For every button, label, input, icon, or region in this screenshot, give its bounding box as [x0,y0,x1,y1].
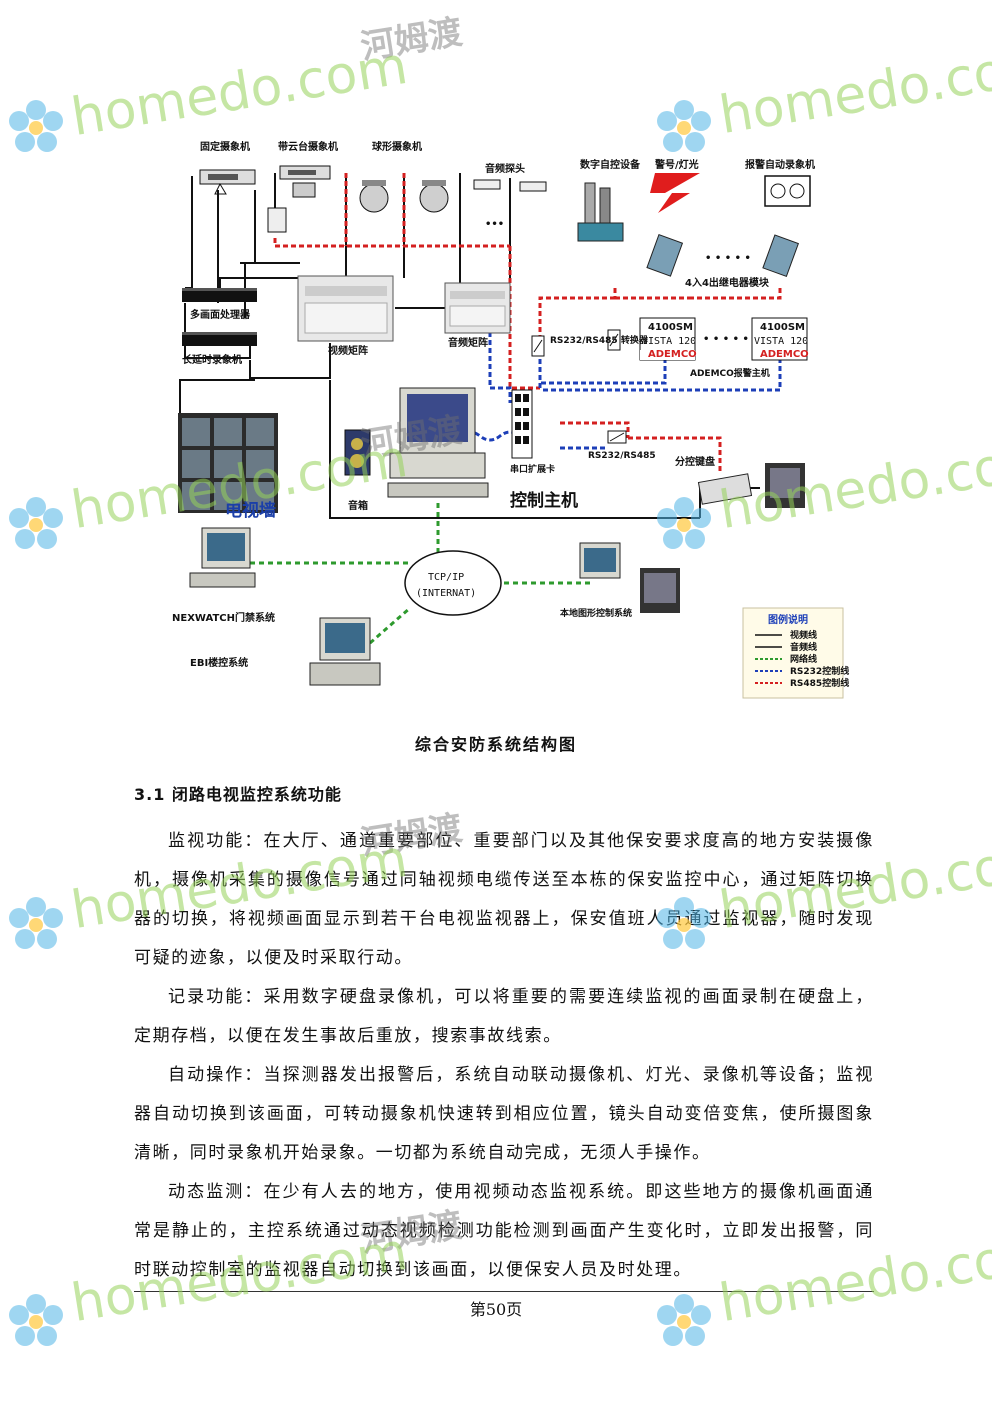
audio-pickups [473,179,547,192]
ademco-1: ADEMCO [648,349,697,360]
label-fixed-camera: 固定摄象机 [200,140,250,153]
video-matrix [297,275,394,342]
legend-item: 音频线 [790,641,817,653]
nexwatch-pc [189,527,256,588]
paragraph-monitoring: 监视功能：在大厅、通道重要部位、重要部门以及其他保安要求度高的地方安装摄像机，摄… [134,831,874,968]
tcpip-label: TCP/IP [428,572,464,583]
speaker [344,429,371,476]
ellipsis-relay: • • • • • [705,253,751,264]
vista-model-2: 4100SM [760,322,805,333]
label-ebi: EBI楼控系统 [190,656,248,669]
ebi-pc [309,617,381,686]
ptz-camera [267,165,331,233]
section-title: 3.1 闭路电视监控系统功能 [134,785,342,804]
label-alarm-light: 警号/灯光 [654,158,699,171]
ademco-2: ADEMCO [760,349,809,360]
label-alarm-recorder: 报警自动录象机 [745,158,815,171]
long-time-recorder [182,332,257,346]
label-audio-pickup: 音频探头 [485,162,525,175]
label-io-module: 4入4出继电器模块 [685,276,770,289]
local-monitor-pc [579,542,680,613]
internat-label: (INTERNAT) [416,588,476,599]
vista-2: VISTA 120 [754,336,808,347]
converters [531,329,627,444]
dome-camera-1 [359,180,389,213]
control-host-pc [387,387,489,498]
label-digital-control: 数字自控设备 [580,158,641,171]
vista-1: VISTA 120 [642,336,696,347]
page-number: 第50页 [469,1300,523,1319]
legend-title: 图例说明 [768,613,808,626]
label-video-matrix: 视频矩阵 [328,344,368,357]
label-converter: RS232/RS485 转换器 [550,334,649,346]
rs485-wires [273,173,782,473]
paragraph-motion-detection: 动态监测：在少有人去的地方，使用视频动态监视系统。即这些地方的摄像机画面通常是静… [134,1182,874,1280]
fixed-camera [199,169,256,195]
ellipsis-label: ••• [485,219,504,230]
label-keyboard: 分控键盘 [675,455,715,468]
watermark-cn: 河姆渡 [358,12,466,68]
relay-modules [646,233,800,278]
label-serial-card: 串口扩展卡 [510,463,555,475]
label-ptz-camera: 带云台摄象机 [278,140,338,153]
label-local-monitor: 本地图形控制系统 [560,607,632,619]
alarm-light-icon [650,173,700,213]
legend-item: 网络线 [790,653,817,665]
control-keyboard [697,473,753,505]
label-multi-screen: 多画面处理器 [190,308,251,321]
legend [742,607,844,699]
label-tv-wall: 电视墙 [225,500,276,521]
paragraph-recording: 记录功能：采用数字硬盘录像机，可以将重要的需要连续监视的画面录制在硬盘上，定期存… [134,987,874,1046]
footer-rule [134,1291,874,1292]
label-control-host: 控制主机 [510,490,578,511]
audio-matrix [444,282,511,334]
figure-caption: 综合安防系统结构图 [414,735,577,754]
system-diagram: ••• • • • • • [172,140,849,699]
label-rs-converter: RS232/RS485 [588,451,656,461]
legend-item: RS485控制线 [790,677,849,689]
remote-terminal [765,463,805,508]
flower-logo-icon [9,897,63,949]
legend-item: 视频线 [790,629,817,641]
dome-camera-2 [419,180,449,213]
alarm-recorder [764,175,811,207]
ademco-panels [639,317,808,361]
vista-model-1: 4100SM [648,322,693,333]
network-wires [250,503,590,645]
serial-expansion-card [511,389,533,459]
label-speaker: 音箱 [348,499,368,512]
ellipsis-ademco: • • • • • [703,334,749,345]
network-cloud [404,550,502,616]
flower-logo-icon [9,100,63,152]
tv-wall [178,413,278,513]
label-dome-camera: 球形摄象机 [372,140,422,153]
legend-item: RS232控制线 [790,665,849,677]
flower-logo-icon [9,497,63,549]
label-long-recorder: 长延时录象机 [182,353,242,366]
body-text: 监视功能：在大厅、通道重要部位、重要部门以及其他保安要求度高的地方安装摄像机，摄… [134,822,874,1290]
paragraph-auto-operation: 自动操作：当探测器发出报警后，系统自动联动摄像机、灯光、录像机等设备；监视器自动… [134,1065,874,1163]
multi-screen-processor [182,288,257,302]
label-nexwatch: NEXWATCH门禁系统 [172,611,275,624]
label-audio-matrix: 音频矩阵 [448,336,488,349]
digital-control-device [577,182,624,242]
label-ademco-host: ADEMCO报警主机 [690,367,770,379]
